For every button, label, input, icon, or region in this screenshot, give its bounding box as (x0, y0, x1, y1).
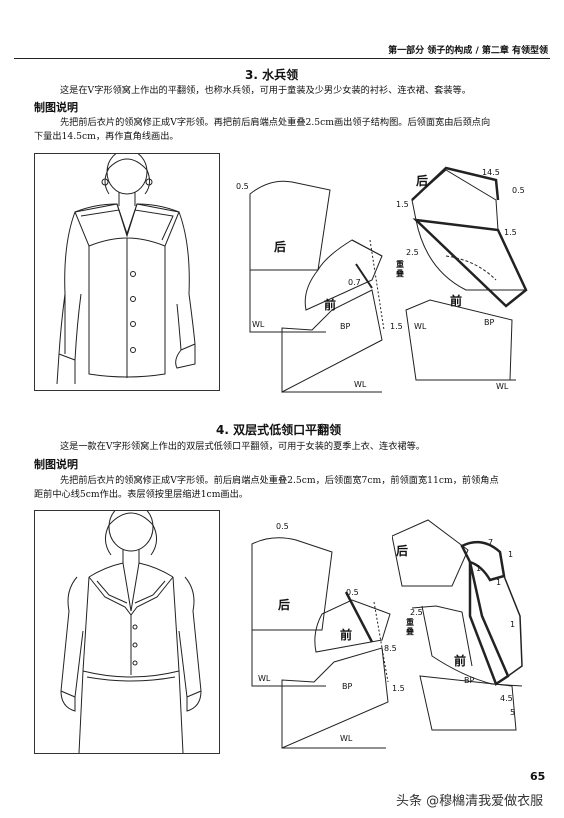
s2-overlap-label: 重叠 (406, 618, 414, 636)
s2-front-label: 前 (340, 628, 353, 642)
s1-wl-label-2: WL (354, 380, 367, 389)
s2-measure-25: 2.5 (410, 608, 423, 617)
s1-front-label: 前 (324, 298, 337, 312)
s1-back-label-2: 后 (416, 174, 429, 188)
s1-front-label-2: 前 (450, 294, 463, 308)
s1-measure-05b: 0.5 (512, 186, 525, 195)
page-number: 65 (530, 770, 546, 783)
s1-wl-label-3: WL (414, 322, 427, 331)
section1-intro: 这是在V字形领窝上作出的平翻领，也称水兵领，可用于童装及少男少女装的衬衫、连衣裙… (60, 85, 471, 96)
s2-measure-1c: 1 (496, 578, 502, 587)
section2-title: 4. 双层式低领口平翻领 (216, 423, 342, 437)
s2-measure-7: 7 (488, 538, 494, 547)
s1-bp-label-2: BP (484, 318, 495, 327)
header-rule (14, 58, 550, 59)
section1-bodice-draft: 0.5 后 前 0.7 BP 1.5 WL WL (222, 160, 412, 396)
s2-measure-85: 8.5 (384, 644, 397, 653)
s1-measure-15a: 1.5 (390, 322, 403, 331)
s2-measure-05b: 0.5 (346, 588, 359, 597)
s2-bp-label-2: BP (464, 676, 475, 685)
s2-front-label-2: 前 (454, 654, 467, 668)
s1-measure-05: 0.5 (236, 182, 249, 191)
s1-measure-145: 14.5 (482, 168, 500, 177)
s2-wl-label: WL (258, 674, 271, 683)
section2-collar-draft: 后 7 1 1 1 1 2.5 重叠 前 BP 4.5 5 (391, 516, 550, 752)
sailor-collar-illustration (34, 153, 220, 391)
watermark: 头条 @穆檰清我爱做衣服 (396, 794, 544, 809)
section1-subheading: 制图说明 (34, 101, 78, 114)
s1-back-label: 后 (274, 240, 287, 254)
s2-bp-label: BP (342, 682, 353, 691)
s2-wl-label-2: WL (340, 734, 353, 743)
double-collar-illustration (34, 510, 220, 754)
s1-measure-15c: 1.5 (504, 228, 517, 237)
section2-desc-line2: 距前中心线5cm作出。表层领按里层缩进1cm画出。 (34, 489, 248, 500)
s1-measure-07: 0.7 (348, 278, 361, 287)
s1-wl-label-4: WL (496, 382, 509, 391)
s2-measure-1a: 1 (508, 550, 514, 559)
running-head: 第一部分 领子的构成 / 第二章 有领型领 (388, 46, 548, 56)
section2-desc-line1: 先把前后衣片的领窝修正成V字形领。前后肩端点处重叠2.5cm，后领面宽7cm，前… (60, 475, 499, 486)
s2-measure-05a: 0.5 (276, 522, 289, 531)
s2-back-label-2: 后 (396, 544, 409, 558)
s2-measure-45: 4.5 (500, 694, 513, 703)
s2-back-label: 后 (278, 598, 291, 612)
s1-measure-15b: 1.5 (396, 200, 409, 209)
section1-desc-line2: 下量出14.5cm，再作直角线画出。 (34, 131, 179, 142)
section2-subheading: 制图说明 (34, 458, 78, 471)
section1-title: 3. 水兵领 (245, 68, 299, 82)
s2-measure-1d: 1 (510, 620, 516, 629)
section1-collar-draft: 后 14.5 0.5 1.5 1.5 2.5 重叠 前 BP WL WL (386, 160, 550, 396)
s2-measure-1b: 1 (476, 564, 482, 573)
section2-bodice-draft: 0.5 后 0.5 前 8.5 BP 1.5 WL WL (222, 522, 412, 754)
s2-measure-15a: 1.5 (392, 684, 405, 693)
s1-wl-label: WL (252, 320, 265, 329)
s1-overlap-label: 重叠 (396, 260, 404, 278)
s2-measure-5: 5 (510, 708, 516, 717)
section2-intro: 这是一款在V字形领窝上作出的双层式低领口平翻领，可用于女装的夏季上衣、连衣裙等。 (60, 441, 425, 452)
section1-desc-line1: 先把前后衣片的领窝修正成V字形领。再把前后肩端点处重叠2.5cm画出领子结构图。… (60, 117, 491, 128)
s1-measure-25: 2.5 (406, 248, 419, 257)
s1-bp-label: BP (340, 322, 351, 331)
